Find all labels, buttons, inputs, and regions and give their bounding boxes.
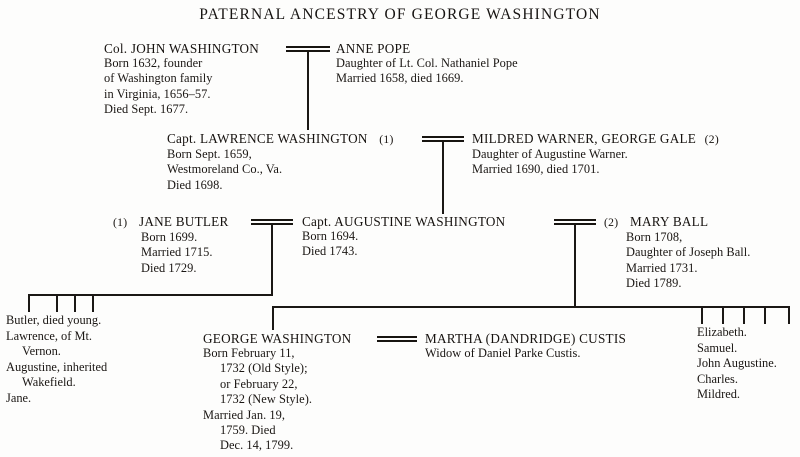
person-name: (2) MARY BALL: [604, 214, 750, 230]
page-title: PATERNAL ANCESTRY OF GEORGE WASHINGTON: [199, 6, 601, 23]
connector-jane-augustine-issue: [271, 225, 273, 295]
person-name-text: JANE BUTLER: [138, 214, 229, 229]
person-name: Capt. AUGUSTINE WASHINGTON: [302, 214, 506, 229]
person-detail-line: Married 1731.: [626, 260, 698, 275]
child-name: John Augustine.: [697, 356, 777, 371]
person-jane-butler: (1) JANE BUTLER Born 1699. Married 1715.…: [113, 214, 229, 276]
person-lawrence-washington: Capt. LAWRENCE WASHINGTON (1) Born Sept.…: [167, 131, 394, 193]
child-tick: [701, 306, 703, 324]
child-name: Butler, died young.: [6, 313, 102, 327]
person-detail-line: of Washington family: [104, 71, 213, 86]
child-name: Charles.: [697, 371, 738, 386]
marriage-ordinal: (2): [604, 216, 619, 229]
child-name: Lawrence, of Mt.: [6, 328, 93, 343]
person-john-washington: Col. JOHN WASHINGTON Born 1632, founder …: [104, 41, 259, 118]
person-detail-line: 1732 (Old Style);: [220, 361, 308, 376]
child-tick: [788, 306, 790, 324]
child-tick: [764, 306, 766, 324]
person-detail-line: Born 1694.: [302, 229, 359, 243]
person-detail-line: Died 1698.: [167, 177, 223, 192]
person-detail-line: Married Jan. 19,: [203, 407, 286, 422]
child-tick-george-washington: [272, 306, 274, 330]
person-detail-line: Born 1699.: [141, 230, 198, 244]
person-name-text: MILDRED WARNER, GEORGE GALE: [472, 131, 697, 146]
person-detail-line: Died 1729.: [141, 260, 197, 275]
person-detail-line: Born 1708,: [626, 230, 683, 244]
children-list-jane-butler: Butler, died young. Lawrence, of Mt. Ver…: [6, 313, 107, 407]
person-george-washington: GEORGE WASHINGTON Born February 11, 1732…: [203, 331, 351, 454]
person-detail-line: Married 1658, died 1669.: [336, 71, 464, 86]
person-detail-line: Westmoreland Co., Va.: [167, 162, 283, 177]
person-detail-line: Married 1715.: [141, 245, 213, 260]
child-name-continuation: Vernon.: [22, 344, 61, 359]
person-detail-line: in Virginia, 1656–57.: [104, 86, 211, 101]
person-detail-line: Died Sept. 1677.: [104, 102, 189, 117]
child-tick: [92, 294, 94, 312]
marriage-ordinal: (2): [704, 133, 720, 146]
child-tick: [28, 294, 30, 312]
person-detail-line: Married 1690, died 1701.: [472, 162, 600, 177]
person-name: ANNE POPE: [336, 41, 411, 56]
person-detail-line: Died 1743.: [302, 244, 358, 259]
person-detail-line: 1732 (New Style).: [220, 392, 313, 407]
marriage-ordinal: (1): [379, 133, 394, 146]
connector-gen2-to-gen3: [442, 142, 444, 214]
person-name-text: MARY BALL: [629, 214, 709, 229]
child-name: Jane.: [6, 390, 32, 405]
child-tick: [722, 306, 724, 324]
child-tick: [74, 294, 76, 312]
child-name-continuation: Wakefield.: [22, 375, 76, 390]
child-name: Elizabeth.: [697, 325, 747, 339]
person-detail-line: 1759. Died: [220, 423, 276, 438]
person-name: MILDRED WARNER, GEORGE GALE (2): [472, 131, 719, 147]
person-detail-line: Born 1632, founder: [104, 56, 203, 70]
connector-gen1-to-gen2: [307, 52, 309, 130]
person-detail-line: Dec. 14, 1799.: [220, 438, 294, 453]
child-name: Samuel.: [697, 340, 738, 355]
person-detail-line: Daughter of Lt. Col. Nathaniel Pope: [336, 56, 518, 70]
person-mary-ball: (2) MARY BALL Born 1708, Daughter of Jos…: [604, 214, 750, 292]
child-name: Augustine, inherited: [6, 359, 108, 374]
person-anne-pope: ANNE POPE Daughter of Lt. Col. Nathaniel…: [336, 41, 518, 87]
person-detail-line: Widow of Daniel Parke Custis.: [425, 346, 581, 360]
marriage-ordinal: (1): [113, 216, 128, 229]
person-name: (1) JANE BUTLER: [113, 214, 229, 230]
person-augustine-washington: Capt. AUGUSTINE WASHINGTON Born 1694. Di…: [302, 214, 505, 260]
child-name: Mildred.: [697, 387, 741, 402]
person-detail-line: Born February 11,: [203, 346, 295, 360]
child-tick: [56, 294, 58, 312]
sibling-bar-jane-butler-children: [28, 294, 273, 296]
sibling-bar-mary-ball-children: [272, 306, 790, 308]
person-detail-line: Born Sept. 1659,: [167, 147, 252, 161]
person-detail-line: Died 1789.: [626, 276, 682, 291]
child-tick: [743, 306, 745, 324]
person-mildred-warner: MILDRED WARNER, GEORGE GALE (2) Daughter…: [472, 131, 719, 178]
children-list-mary-ball: Elizabeth. Samuel. John Augustine. Charl…: [697, 325, 777, 403]
person-name-text: Capt. LAWRENCE WASHINGTON: [167, 131, 368, 146]
person-name: Capt. LAWRENCE WASHINGTON (1): [167, 131, 394, 147]
person-name: GEORGE WASHINGTON: [203, 331, 352, 346]
person-detail-line: Daughter of Joseph Ball.: [626, 245, 751, 260]
person-martha-custis: MARTHA (DANDRIDGE) CUSTIS Widow of Danie…: [425, 331, 626, 361]
person-detail-line: Daughter of Augustine Warner.: [472, 147, 628, 161]
person-name: MARTHA (DANDRIDGE) CUSTIS: [425, 331, 627, 346]
person-name: Col. JOHN WASHINGTON: [104, 41, 260, 56]
connector-augustine-mary-issue: [574, 225, 576, 307]
person-detail-line: or February 22,: [220, 376, 298, 391]
